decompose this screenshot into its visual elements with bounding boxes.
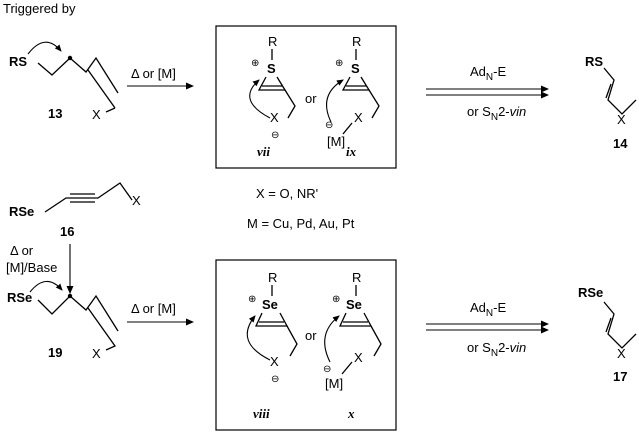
x-definition: X = O, NR'	[256, 186, 318, 201]
r-substituent-label: R	[268, 270, 277, 285]
rs-group-label: RS	[585, 54, 603, 69]
header-caption: Triggered by	[3, 1, 76, 16]
r-substituent-label: R	[268, 34, 277, 49]
metal-label: [M]	[325, 376, 343, 391]
condition-metal-base: [M]/Base	[6, 260, 57, 275]
curved-electron-arrow	[249, 79, 271, 119]
plus-charge: ⊕	[335, 58, 343, 69]
minus-charge: ⊖	[325, 120, 333, 131]
intermediate-label-vii: vii	[257, 144, 270, 159]
x-group-label: X	[270, 110, 279, 125]
x-group-label: X	[617, 112, 626, 127]
plus-charge: ⊕	[332, 294, 340, 305]
se-atom-label: Se	[346, 297, 362, 312]
compound-number-19: 19	[48, 345, 62, 360]
rse-group-label: RSe	[7, 290, 32, 305]
bond	[87, 69, 116, 109]
intermediates-box-top	[215, 25, 397, 169]
minus-charge: ⊖	[323, 364, 331, 375]
intermediate-label-viii: viii	[253, 406, 270, 421]
x-group-label: X	[92, 346, 101, 361]
compound-14: RS X 14	[585, 54, 637, 151]
compound-number-13: 13	[48, 106, 62, 121]
rs-group-label: RS	[9, 54, 27, 69]
x-group-label: X	[270, 354, 279, 369]
intermediates-box-bottom	[215, 259, 397, 431]
minus-charge: ⊖	[271, 374, 279, 385]
compound-number-16: 16	[60, 224, 74, 239]
curved-electron-arrow	[29, 280, 63, 293]
metal-label: [M]	[327, 134, 345, 149]
x-group-label: X	[92, 107, 101, 122]
intermediate-label-ix: ix	[346, 144, 357, 159]
curved-electron-arrow	[324, 315, 340, 363]
condition-heat-or-metal-top: Δ or [M]	[131, 66, 176, 81]
s-atom-label: S	[267, 61, 276, 76]
intermediate-vii: R ⊕ S X ⊖ vii	[249, 34, 296, 159]
bond	[105, 107, 116, 113]
r-substituent-label: R	[352, 270, 361, 285]
compound-number-14: 14	[613, 136, 628, 151]
adn-e-label-top: AdN-E	[470, 64, 506, 83]
bond	[37, 56, 119, 94]
plus-charge: ⊕	[251, 58, 259, 69]
m-definition: M = Cu, Pd, Au, Pt	[247, 216, 355, 231]
rse-group-label: RSe	[578, 285, 603, 300]
sn2-vin-label-top: or SN2-vin	[467, 104, 526, 123]
allene-dot	[67, 55, 73, 61]
curved-electron-arrow	[326, 79, 344, 123]
x-group-label: X	[354, 350, 363, 365]
compound-19: RSe X 19	[7, 280, 119, 361]
plus-charge: ⊕	[248, 294, 256, 305]
curved-electron-arrow	[27, 41, 62, 55]
intermediate-viii: R ⊕ Se X ⊖ viii	[246, 270, 298, 421]
curved-electron-arrow	[246, 315, 271, 361]
compound-number-17: 17	[613, 369, 627, 384]
or-label-top: or	[305, 91, 317, 106]
sn2-vin-label-bottom: or SN2-vin	[467, 340, 526, 359]
adn-e-label-bottom: AdN-E	[470, 300, 506, 319]
condition-heat-or: Δ or	[10, 243, 34, 258]
or-label-bottom: or	[305, 328, 317, 343]
s-atom-label: S	[351, 61, 360, 76]
condition-heat-or-metal-bottom: Δ or [M]	[131, 301, 176, 316]
allene-dot	[67, 293, 73, 299]
se-atom-label: Se	[262, 297, 278, 312]
compound-17: RSe X 17	[578, 285, 637, 384]
x-group-label: X	[354, 110, 363, 125]
intermediate-ix: R ⊕ S X ⊖ [M] ix	[325, 34, 380, 159]
x-group-label: X	[617, 346, 626, 361]
compound-16: RSe X 16	[9, 182, 141, 239]
r-substituent-label: R	[352, 34, 361, 49]
rse-group-label: RSe	[9, 204, 34, 219]
compound-13: RS X 13	[9, 41, 119, 122]
intermediate-x: R ⊕ Se X ⊖ [M] x	[323, 270, 382, 421]
x-group-label: X	[132, 193, 141, 208]
intermediate-label-x: x	[347, 406, 355, 421]
minus-charge: ⊖	[271, 130, 279, 141]
